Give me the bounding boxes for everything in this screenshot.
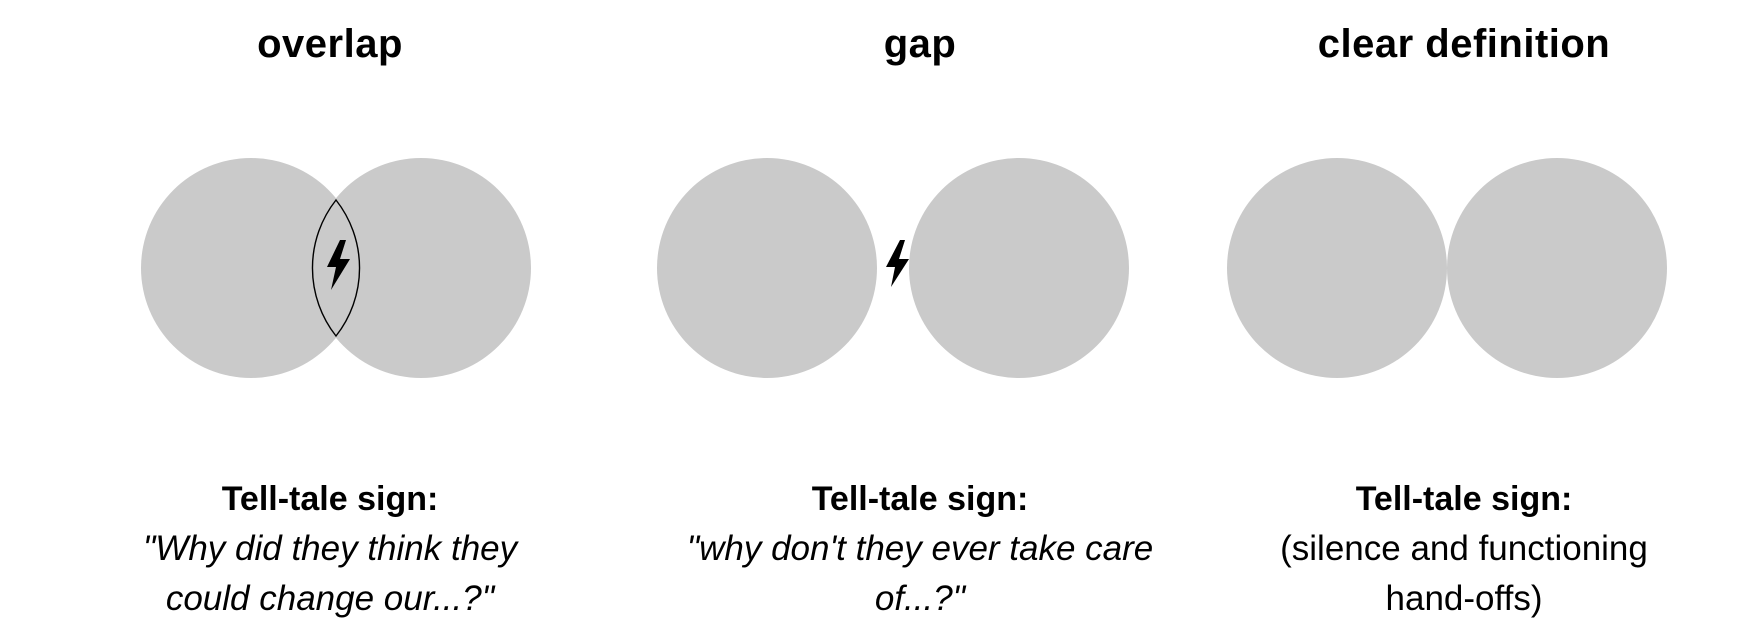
clear-definition-sign-block: Tell-tale sign: (silence and functioning… — [1180, 474, 1748, 624]
gap-sign-block: Tell-tale sign: "why don't they ever tak… — [660, 474, 1180, 624]
gap-panel: gap Tell-tale sign: "why don't they ever… — [660, 0, 1180, 642]
overlap-panel: overlap Tell-tale sign: "Why did they th… — [0, 0, 660, 642]
overlap-sign-quote: "Why did they think they could change ou… — [142, 529, 518, 618]
gap-sign-heading: Tell-tale sign: — [811, 480, 1029, 518]
clear-definition-title: clear definition — [1317, 22, 1611, 66]
clear-definition-sign-text: (silence and functioning hand-offs) — [1280, 529, 1648, 618]
overlap-title: overlap — [257, 22, 403, 66]
overlap-sign-heading: Tell-tale sign: — [221, 480, 439, 518]
overlap-sign-block: Tell-tale sign: "Why did they think they… — [0, 474, 660, 624]
clear-definition-sign-heading: Tell-tale sign: — [1355, 480, 1573, 518]
gap-sign-quote: "why don't they ever take care of...?" — [686, 529, 1154, 618]
clear-definition-panel: clear definition Tell-tale sign: (silenc… — [1180, 0, 1748, 642]
gap-title: gap — [883, 22, 957, 66]
